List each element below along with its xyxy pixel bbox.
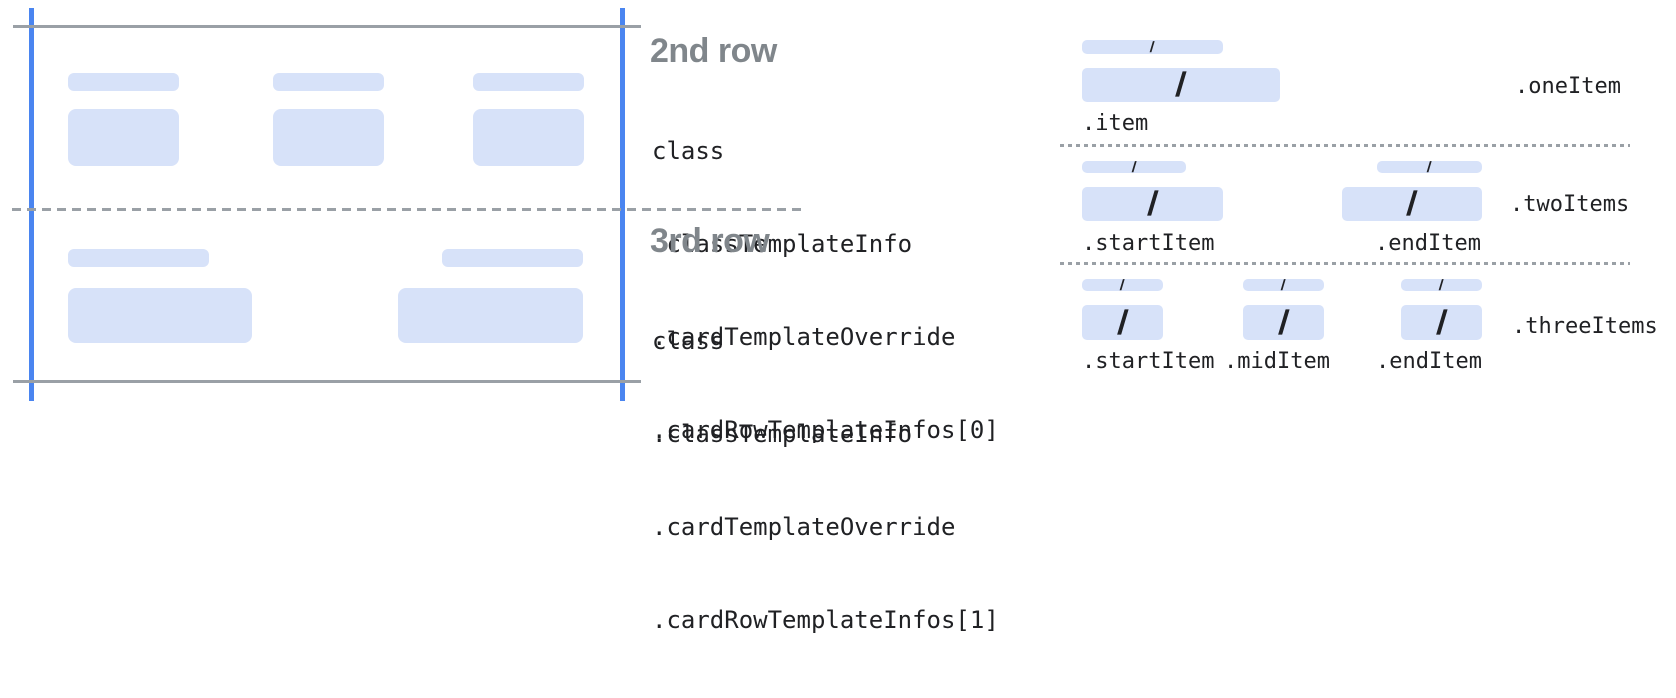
item-field-label: .item: [1082, 111, 1149, 136]
field-label-placeholder: [473, 73, 584, 91]
class-path-line: class: [652, 327, 725, 355]
field-value-placeholder: [473, 109, 584, 166]
item-body-placeholder: /: [1401, 303, 1482, 342]
slash-icon: /: [1438, 276, 1445, 294]
slash-icon: /: [1426, 158, 1433, 176]
slash-icon: /: [1276, 303, 1291, 342]
item-body-placeholder: /: [1243, 303, 1324, 342]
slash-icon: /: [1115, 303, 1130, 342]
slash-icon: /: [1434, 303, 1449, 342]
class-path-line: .cardTemplateOverride: [652, 323, 956, 351]
end-item-field-label: .endItem: [1376, 349, 1482, 374]
mid-item-field-label: .midItem: [1224, 349, 1330, 374]
item-header-placeholder: /: [1082, 158, 1186, 176]
field-label-placeholder: [68, 73, 179, 91]
slash-icon: /: [1119, 276, 1126, 294]
section-divider-dotted-line: [1060, 262, 1630, 265]
class-path-line: .classTemplateInfo: [652, 420, 913, 448]
item-header-placeholder: /: [1082, 276, 1163, 294]
class-path-line: class: [652, 137, 725, 165]
item-body-placeholder: /: [1082, 185, 1223, 223]
second-row-heading: 2nd row: [650, 32, 777, 70]
slash-icon: /: [1174, 66, 1188, 104]
card-row-template-diagram: 2nd row class .classTemplateInfo .cardTe…: [12, 8, 1658, 634]
slash-icon: /: [1405, 185, 1419, 223]
slash-icon: /: [1131, 158, 1137, 176]
item-body-placeholder: /: [1082, 66, 1280, 104]
start-item-field-label: .startItem: [1082, 231, 1215, 256]
field-value-placeholder: [68, 288, 252, 343]
slash-icon: /: [1280, 276, 1287, 294]
third-row-class-path: class .classTemplateInfo .cardTemplateOv…: [652, 264, 999, 698]
item-header-placeholder: /: [1082, 38, 1223, 56]
card-left-edge-guide: [29, 8, 34, 401]
two-items-layout-label: .twoItems: [1510, 192, 1630, 217]
item-header-placeholder: /: [1377, 158, 1482, 176]
item-body-placeholder: /: [1082, 303, 1163, 342]
field-label-placeholder: [68, 249, 209, 267]
item-header-placeholder: /: [1401, 276, 1482, 294]
slash-icon: /: [1149, 38, 1156, 56]
item-header-placeholder: /: [1243, 276, 1324, 294]
field-label-placeholder: [442, 249, 583, 267]
end-item-field-label: .endItem: [1375, 231, 1481, 256]
field-value-placeholder: [398, 288, 583, 343]
start-item-field-label: .startItem: [1082, 349, 1215, 374]
field-value-placeholder: [68, 109, 179, 166]
section-divider-dotted-line: [1060, 144, 1630, 147]
card-bottom-edge-guide: [13, 380, 641, 383]
slash-icon: /: [1145, 185, 1160, 223]
class-path-line: .cardRowTemplateInfos[1]: [652, 606, 999, 634]
card-top-edge-guide: [13, 25, 641, 28]
item-body-placeholder: /: [1342, 185, 1482, 223]
third-row-heading: 3rd row: [650, 222, 770, 260]
class-path-line: .cardTemplateOverride: [652, 513, 956, 541]
field-label-placeholder: [273, 73, 384, 91]
class-path-line: .classTemplateInfo: [652, 230, 913, 258]
card-right-edge-guide: [620, 8, 625, 401]
three-items-layout-label: .threeItems: [1512, 314, 1658, 339]
field-value-placeholder: [273, 109, 384, 166]
row-divider-dashed-line: [12, 208, 802, 211]
one-item-layout-label: .oneItem: [1515, 74, 1621, 99]
